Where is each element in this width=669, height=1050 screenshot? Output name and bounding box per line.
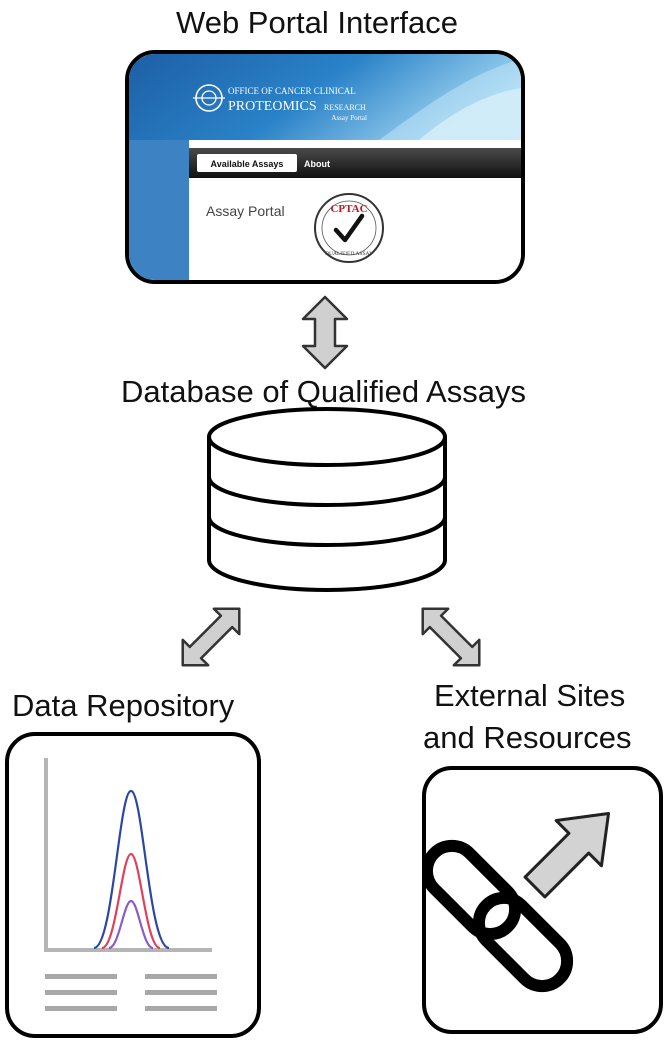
checkmark-icon: [333, 213, 365, 243]
double-arrow-icon: [421, 607, 481, 667]
seal-bottom-text: QUALIFIED ASSAY: [325, 251, 373, 257]
tab-about[interactable]: About: [304, 159, 330, 169]
data-text-lines-icon: [45, 974, 217, 1011]
external-arrow-icon: [523, 811, 611, 899]
web-portal-frame: OFFICE OF CANCER CLINICAL PROTEOMICS RES…: [125, 50, 525, 284]
peak-red: [101, 852, 161, 950]
external-title-line1: External Sites: [434, 678, 626, 713]
external-link-art: [426, 811, 611, 993]
database-title: Database of Qualified Assays: [121, 374, 526, 409]
portal-content-label: Assay Portal: [206, 203, 285, 219]
peak-blue: [93, 789, 170, 950]
external-title-line2: and Resources: [423, 720, 632, 755]
data-repository-title: Data Repository: [12, 688, 235, 723]
tab-available-assays-label: Available Assays: [211, 159, 284, 169]
chromatogram-icon: [44, 758, 217, 1011]
portal-org-line1: OFFICE OF CANCER CLINICAL: [228, 86, 356, 96]
tab-available-assays[interactable]: [197, 154, 297, 172]
database-cylinder-icon: [207, 407, 447, 592]
web-portal-title: Web Portal Interface: [176, 5, 459, 40]
portal-org-line3: Assay Portal: [331, 114, 367, 122]
double-arrow-icon: [301, 295, 349, 370]
data-repository-frame: [5, 732, 261, 1038]
web-portal-screenshot: OFFICE OF CANCER CLINICAL PROTEOMICS RES…: [129, 54, 521, 280]
link-chain-icon: [426, 839, 574, 993]
portal-logo-icon: [193, 84, 225, 112]
cptac-seal-icon: CPTAC QUALIFIED ASSAY: [314, 193, 384, 263]
peak-purple: [108, 899, 154, 950]
portal-org-line2-suffix: RESEARCH: [324, 103, 366, 112]
seal-top-text: CPTAC: [330, 203, 367, 215]
external-frame: [422, 766, 663, 1034]
double-arrow-icon: [181, 607, 241, 667]
portal-org-line2: PROTEOMICS: [228, 99, 317, 114]
